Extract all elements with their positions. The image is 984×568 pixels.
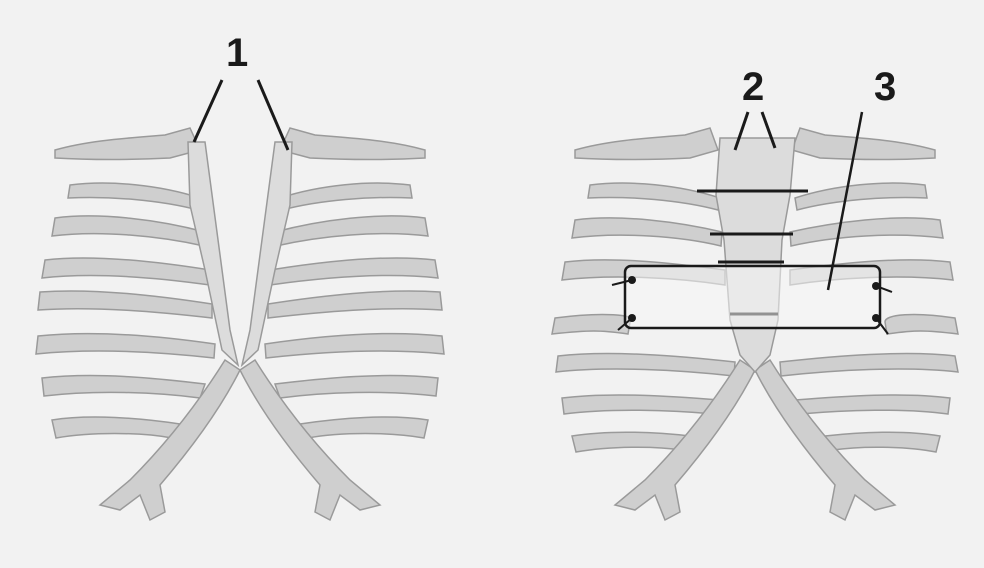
left-cage-costal-arch-left [98, 358, 241, 522]
corner-tick-left-b [617, 317, 633, 331]
left-cage-rib-5l [35, 332, 216, 359]
right-cage-costal-arch-left [613, 358, 756, 522]
left-cage-manubrium-right [240, 141, 293, 368]
left-cage-rib-4l [37, 290, 213, 319]
marker-2: 2 [742, 65, 764, 109]
right-leader-line-3 [826, 111, 864, 291]
left-cage-rib-5r [264, 332, 445, 359]
right-cage-rib-2r [789, 217, 944, 247]
left-leader-line-b [256, 79, 290, 151]
right-cage-rib-2l [571, 217, 723, 247]
right-leader-line-2a [733, 111, 750, 151]
left-leader-line-a [192, 79, 224, 143]
left-cage-manubrium-left [187, 141, 240, 368]
left-cage-costal-arch-right [239, 358, 382, 522]
corner-tick-right-b [875, 317, 889, 335]
corner-tick-left-a [611, 279, 633, 286]
right-cage-rib-1r [794, 182, 928, 211]
right-cage-rib-4l [551, 313, 633, 335]
left-cage-rib-4r [267, 290, 443, 319]
highlight-rectangle [611, 264, 893, 335]
rectangle-outline [623, 264, 882, 330]
corner-tick-right-a [875, 285, 893, 293]
marker-1: 1 [226, 31, 248, 75]
marker-3: 3 [874, 65, 896, 109]
right-cage-rib-4r [884, 313, 959, 335]
right-cage-costal-arch-right [754, 358, 897, 522]
right-leader-line-2b [760, 111, 777, 149]
left-rib-cage [35, 127, 445, 522]
right-clavicle-left [574, 127, 719, 161]
